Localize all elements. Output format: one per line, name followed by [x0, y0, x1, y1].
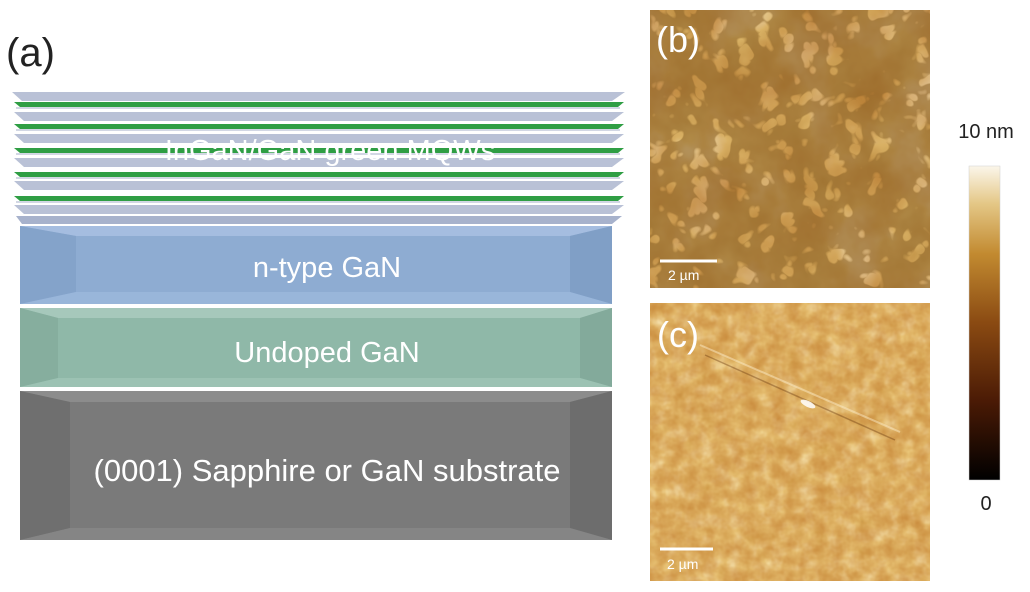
colorbar-min-label: 0: [980, 493, 991, 515]
panel-a-label: (a): [6, 31, 55, 75]
scale-bar-b-label: 2 µm: [668, 267, 699, 283]
substrate-label: (0001) Sapphire or GaN substrate: [94, 453, 561, 488]
undoped-gan-label: Undoped GaN: [234, 337, 419, 369]
mqw-stack: InGaN/GaN green MQWs: [12, 92, 625, 224]
ntype-gan-label: n-type GaN: [253, 252, 401, 284]
height-colorbar: 10 nm 0: [958, 121, 1014, 515]
undoped-gan-layer: Undoped GaN: [20, 308, 612, 387]
layer-stack: (0001) Sapphire or GaN substrate Undoped…: [12, 92, 625, 540]
substrate-layer: (0001) Sapphire or GaN substrate: [20, 391, 612, 540]
ntype-gan-layer: n-type GaN: [20, 226, 612, 304]
afm-image-b: (b) 2 µm: [650, 10, 930, 288]
afm-image-c: (c) 2 µm: [650, 303, 930, 581]
mqw-label: InGaN/GaN green MQWs: [165, 135, 495, 167]
panel-b-label: (b): [656, 19, 700, 60]
colorbar-max-label: 10 nm: [958, 121, 1014, 143]
scale-bar-c-label: 2 µm: [667, 556, 698, 572]
panel-c-label: (c): [657, 314, 699, 355]
